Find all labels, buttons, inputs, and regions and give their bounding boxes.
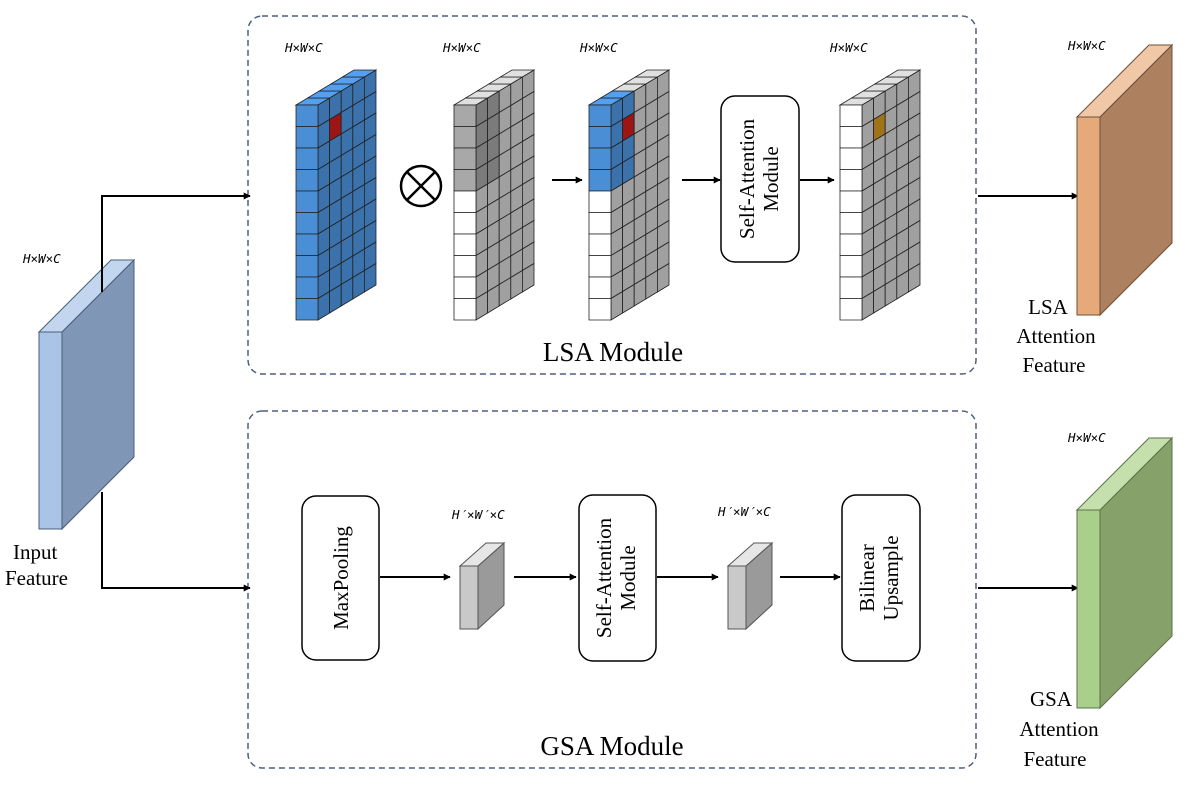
grid-front-cell — [453, 147, 477, 170]
grid-front-cell — [588, 147, 612, 170]
grid-front-cell — [588, 276, 612, 299]
gsa-output-dim: H×W×C — [1067, 430, 1106, 445]
grid-front-cell — [588, 104, 612, 127]
grid-front-cell — [453, 104, 477, 127]
lsa-window-mask-grid — [452, 69, 536, 321]
grid-front-cell — [295, 276, 319, 299]
gsa-output-line3: Feature — [1024, 747, 1087, 771]
grid-front-cell — [839, 298, 863, 321]
grid-front-cell — [295, 255, 319, 278]
lsa-attn-line1: Self-Attention — [735, 118, 759, 239]
grid-side-cell — [363, 262, 377, 293]
lsa-grid2-dim: H×W×C — [442, 40, 481, 55]
input-dim-label: H×W×C — [22, 251, 61, 266]
grid-front-cell — [453, 212, 477, 235]
grid-front-cell — [453, 126, 477, 149]
lsa-module-title: LSA Module — [543, 337, 683, 367]
grid-top-cell — [498, 69, 536, 78]
grid-front-cell — [588, 233, 612, 256]
lsa-local-window-grid — [587, 69, 671, 321]
lsa-grid3-dim: H×W×C — [579, 40, 618, 55]
grid-front-cell — [588, 126, 612, 149]
grid-front-cell — [295, 147, 319, 170]
grid-front-cell — [839, 147, 863, 170]
lsa-input-grid — [294, 69, 378, 321]
grid-front-cell — [453, 276, 477, 299]
grid-top-cell — [884, 69, 922, 78]
gsa-attn-line1: Self-Attention — [592, 517, 616, 638]
grid-front-cell — [295, 126, 319, 149]
grid-front-cell — [588, 212, 612, 235]
grid-front-cell — [588, 298, 612, 321]
bilinear-upsample-box — [841, 494, 921, 662]
gsa-module-title: GSA Module — [540, 731, 683, 761]
lsa-output-grid — [838, 69, 922, 321]
grid-side-cell — [522, 262, 535, 293]
pooled-feature-cube-2 — [726, 541, 774, 631]
input-label-line2: Feature — [5, 566, 68, 590]
lsa-attn-line2: Module — [759, 146, 783, 211]
grid-front-cell — [588, 190, 612, 213]
grid-front-cell — [839, 233, 863, 256]
grid-front-cell — [295, 190, 319, 213]
grid-front-cell — [295, 233, 319, 256]
gsa-self-attention-box — [578, 494, 657, 662]
grid-front-cell — [453, 190, 477, 213]
grid-front-cell — [295, 298, 319, 321]
grid-front-cell — [839, 169, 863, 192]
grid-front-cell — [295, 169, 319, 192]
maxpooling-box — [301, 495, 380, 661]
gsa-output-line1: GSA — [1030, 687, 1073, 711]
lsa-output-dim: H×W×C — [1067, 38, 1106, 53]
gsa-dim1: H′×W′×C — [451, 507, 505, 522]
maxpooling-label: MaxPooling — [329, 526, 353, 630]
circled-times-icon — [399, 164, 443, 208]
lsa-output-line1: LSA — [1028, 295, 1069, 319]
grid-front-cell — [588, 255, 612, 278]
lsa-grid4-dim: H×W×C — [829, 40, 868, 55]
input-to-gsa-arrow — [101, 492, 251, 592]
grid-front-cell — [295, 104, 319, 127]
upsample-line1: Bilinear — [855, 544, 879, 612]
grid-front-cell — [453, 233, 477, 256]
grid-front-cell — [839, 190, 863, 213]
grid-side-cell — [908, 262, 921, 293]
grid-top-cell — [633, 69, 671, 78]
lsa-self-attention-box — [720, 95, 800, 263]
grid-front-cell — [588, 169, 612, 192]
gsa-output-line2: Attention — [1019, 717, 1099, 741]
grid-front-cell — [839, 212, 863, 235]
input-feature-slab — [37, 258, 136, 531]
gsa-module-box — [247, 410, 977, 769]
gsa-output-slab — [1075, 436, 1174, 710]
lsa-output-line2: Attention — [1016, 324, 1096, 348]
grid-front-cell — [839, 126, 863, 149]
lsa-output-slab — [1075, 43, 1174, 317]
gsa-attn-line2: Module — [616, 545, 640, 610]
upsample-line2: Upsample — [879, 535, 903, 620]
pooled-feature-cube-1 — [458, 541, 506, 631]
grid-front-cell — [839, 276, 863, 299]
gsa-dim2: H′×W′×C — [717, 504, 771, 519]
grid-front-cell — [453, 298, 477, 321]
grid-front-cell — [839, 255, 863, 278]
grid-top-cell — [340, 69, 378, 78]
grid-front-cell — [839, 104, 863, 127]
input-to-lsa-arrow — [101, 192, 251, 292]
grid-front-cell — [453, 255, 477, 278]
lsa-grid1-dim: H×W×C — [284, 40, 323, 55]
input-label-line1: Input — [13, 540, 57, 564]
grid-front-cell — [453, 169, 477, 192]
grid-front-cell — [295, 212, 319, 235]
grid-side-cell — [657, 262, 670, 293]
lsa-output-line3: Feature — [1023, 353, 1086, 377]
